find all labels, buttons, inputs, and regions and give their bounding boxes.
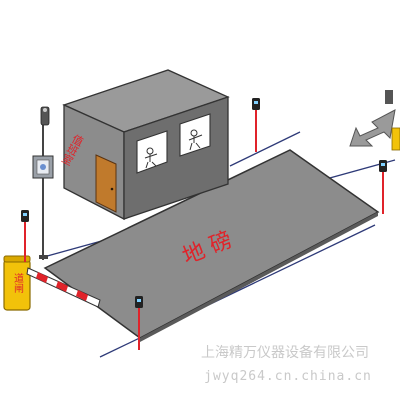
watermark-url: jwyq264.cn.china.cn [204,369,372,384]
barrier-gate: 道闸 [3,255,101,311]
sensor-post-front [135,296,143,350]
booth-door [95,154,117,213]
sensor-post-left [21,210,29,262]
operator-figure-left [144,147,158,169]
operator-figure-right [188,129,203,151]
control-box [32,155,54,179]
lamp-post [32,106,54,260]
gate-label: 道闸 [12,272,24,294]
partial-equipment-top-right [385,90,400,151]
guard-booth: 值班室 [59,69,230,221]
watermark-company: 上海精万仪器设备有限公司 [201,344,369,361]
sensor-post-right [379,160,387,214]
weighbridge-platform-edge [140,212,378,342]
booth-window-left [136,130,168,174]
sensor-post-center-top [252,98,260,152]
arrow-down-left-icon [349,109,396,147]
camera-icon [40,106,50,126]
gate-boom-arm [26,267,101,308]
booth-window-right [179,113,211,157]
door-knob [110,187,114,191]
road-line-top [229,131,301,167]
